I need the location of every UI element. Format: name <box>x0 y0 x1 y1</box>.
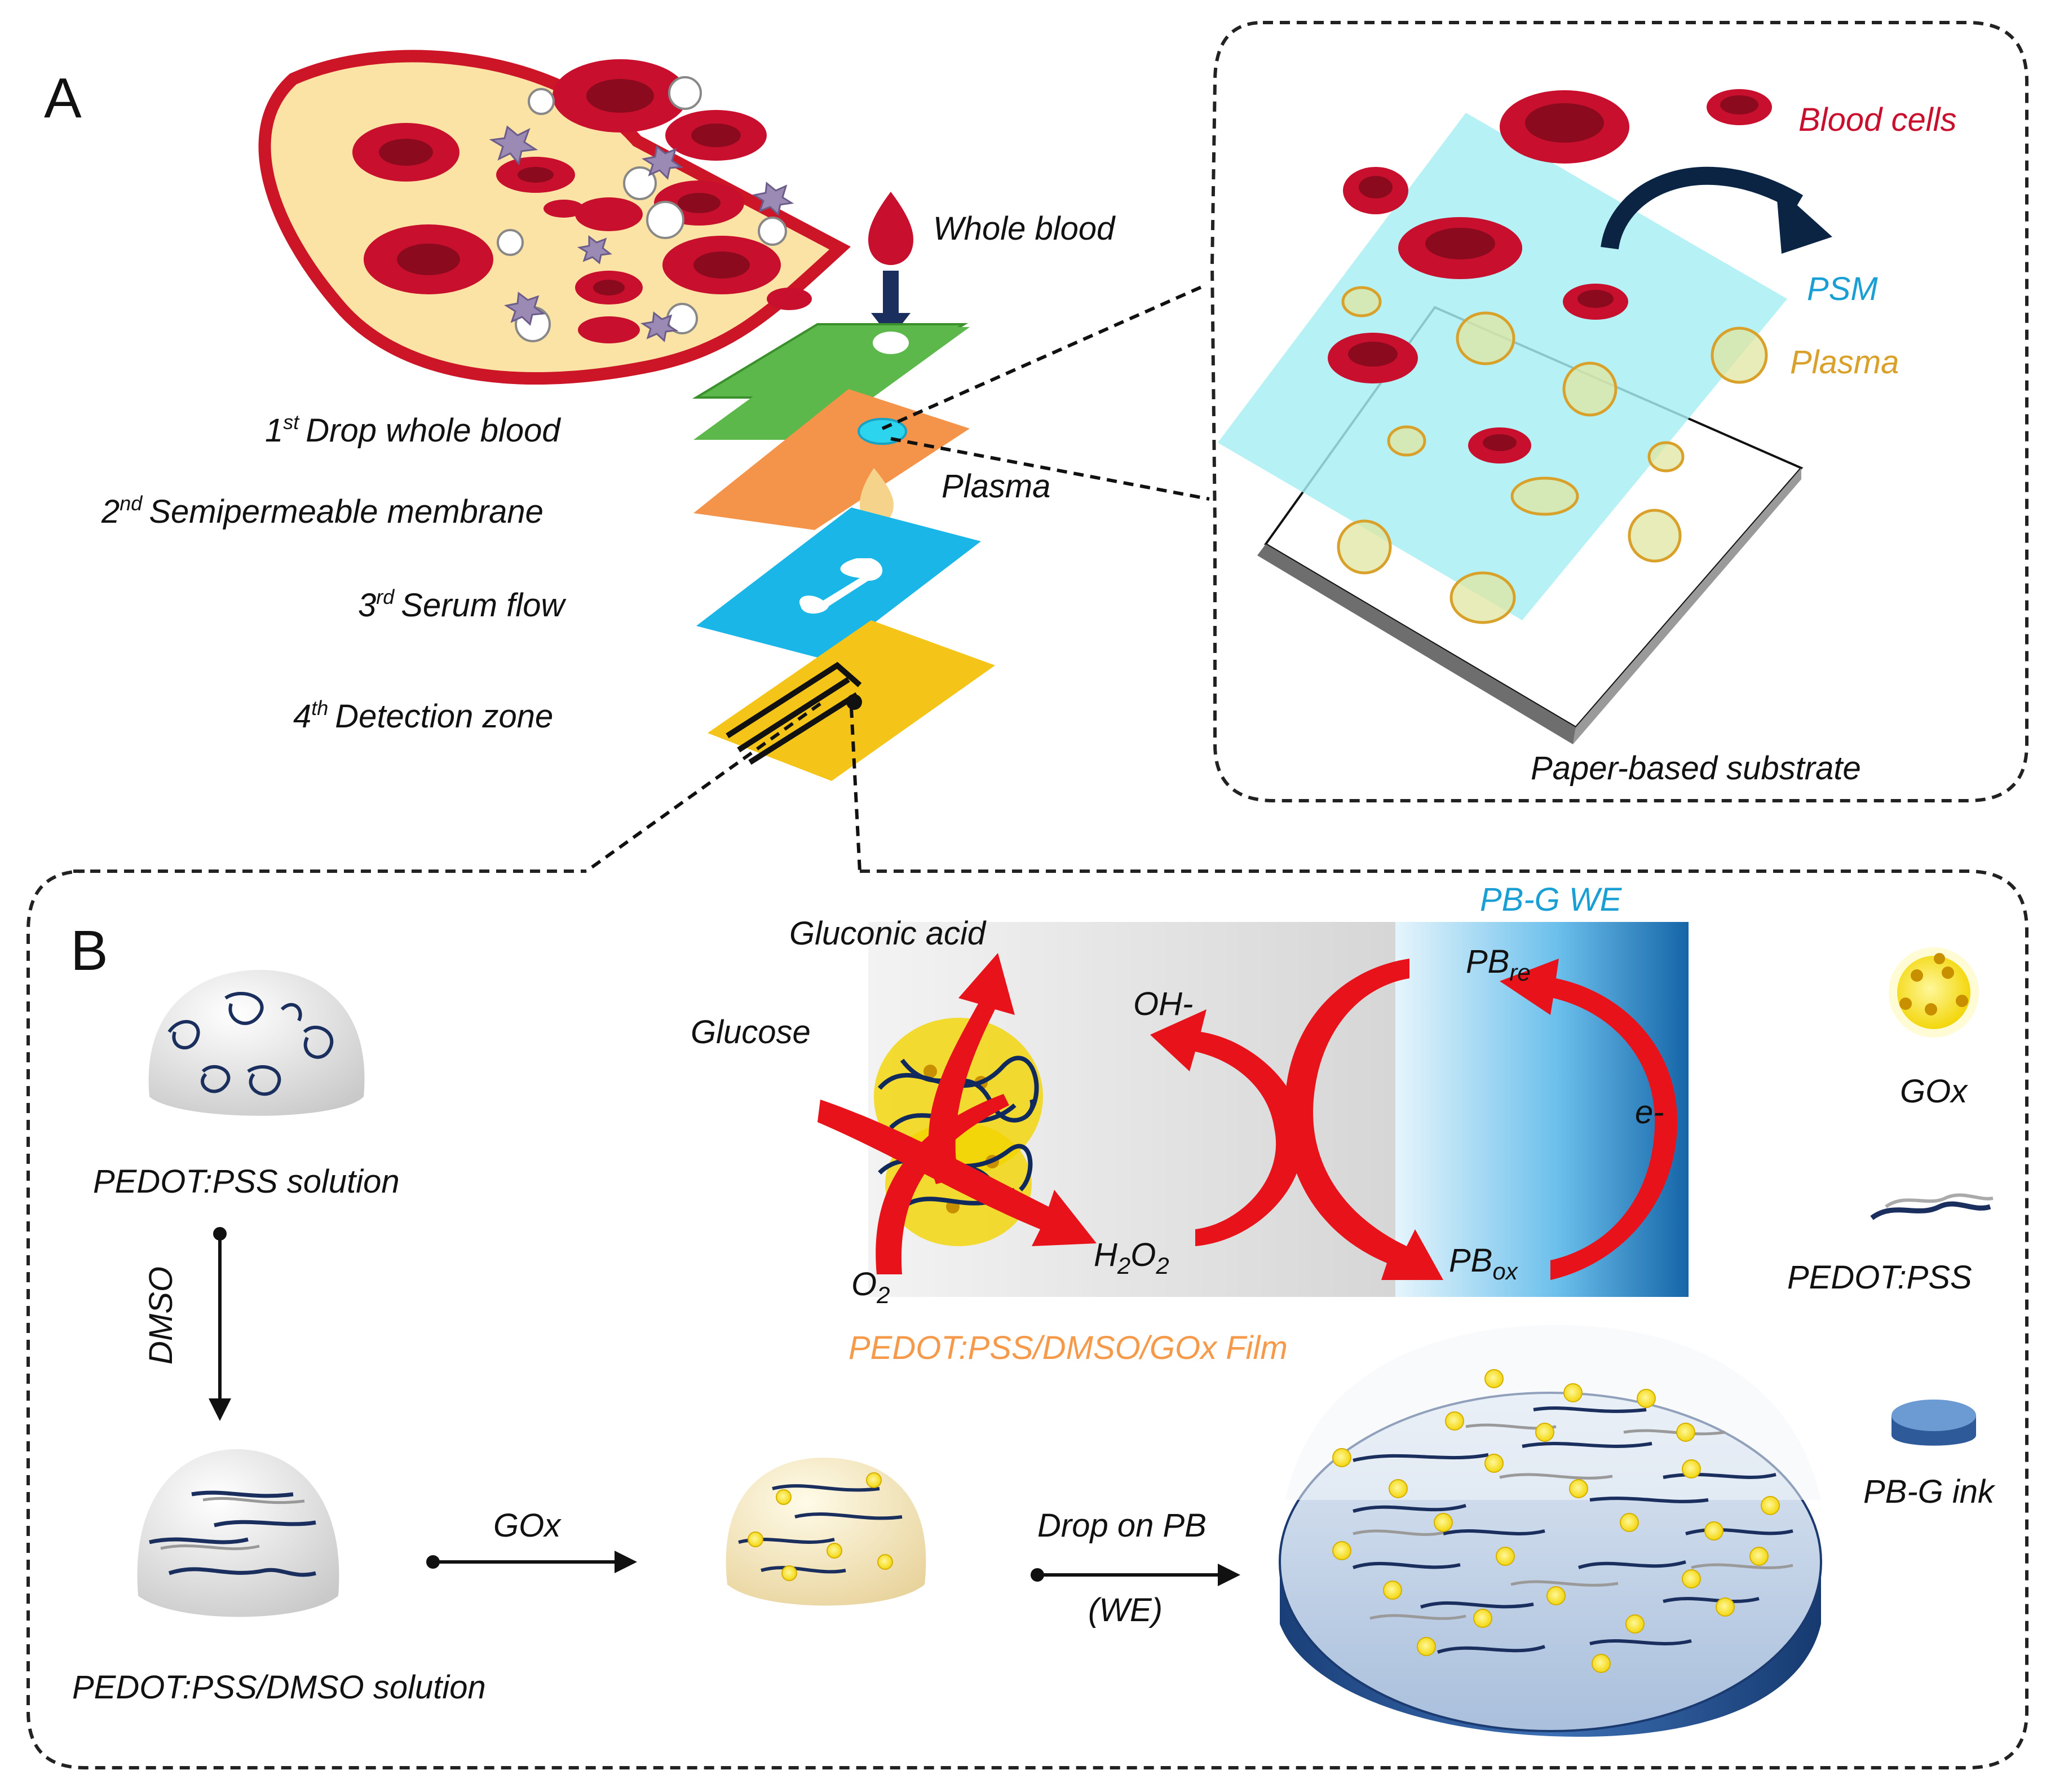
plasma-drop-label: Plasma <box>942 468 1050 505</box>
layer-4-suffix: th <box>311 696 328 720</box>
curved-arrow-icon <box>1601 166 1832 254</box>
panel-a-letter: A <box>44 67 82 130</box>
o2-main: O <box>851 1266 877 1303</box>
inset-blood-cells <box>1328 89 1772 464</box>
layer-3-ordinal: 3 <box>358 587 376 624</box>
layer-3-blue <box>696 507 981 660</box>
dmso-label: DMSO <box>143 1266 179 1365</box>
pb-ox-main: PB <box>1449 1242 1492 1279</box>
panel-b-connectors <box>585 702 861 873</box>
reaction-arrows <box>817 953 1678 1280</box>
legend-pbg-icon <box>1892 1400 1976 1446</box>
we-label: (WE) <box>1088 1592 1163 1628</box>
h2o2-b: O <box>1130 1237 1156 1273</box>
layer-4-text: Detection zone <box>335 698 553 735</box>
psm-sheet <box>1218 113 1787 620</box>
h2o2-label: H2O2 <box>1094 1237 1169 1279</box>
legend-pedot-icon <box>1870 1193 1994 1220</box>
plasma-label: Plasma <box>1790 344 1899 381</box>
pedot-solution-dome <box>148 970 365 1116</box>
dmso-arrow <box>209 1227 231 1421</box>
h2o2-a: H <box>1094 1237 1117 1273</box>
pb-disc-with-film <box>1279 1325 1822 1737</box>
layer-4-ordinal: 4 <box>293 698 311 735</box>
plasma-drop-icon <box>860 468 894 524</box>
layer-1-ordinal: 1 <box>265 412 283 449</box>
pedot-gox-dome <box>726 1458 926 1606</box>
h2o2-arrow <box>1150 1009 1304 1246</box>
legend-pbg-label: PB-G ink <box>1863 1473 1996 1510</box>
white-blood-cells <box>497 76 787 342</box>
psm-label: PSM <box>1807 271 1878 307</box>
layer-2-ordinal: 2 <box>101 493 120 530</box>
layer-label-3: 3rd Serum flow <box>358 585 566 624</box>
layer-3-suffix: rd <box>376 585 395 608</box>
inset-connectors <box>881 283 1210 501</box>
glucose-label: Glucose <box>691 1014 811 1051</box>
legend-gox-label: GOx <box>1900 1073 1968 1110</box>
whole-blood-drop-icon <box>868 192 913 265</box>
o2-arrow <box>876 1094 1009 1274</box>
film-label: PEDOT:PSS/DMSO/GOx Film <box>848 1330 1288 1366</box>
drop-on-pb-label: Drop on PB <box>1037 1507 1207 1544</box>
legend: GOx PEDOT:PSS PB-G ink <box>1787 947 1996 1510</box>
layer-1-text: Drop whole blood <box>306 412 561 449</box>
pb-ox-sub: ox <box>1492 1258 1518 1285</box>
pedot-dmso-dome <box>137 1449 339 1617</box>
pb-cycle-arrow <box>1285 959 1443 1280</box>
gox-step-label: GOx <box>493 1507 562 1544</box>
plasma-particles <box>1337 286 1768 624</box>
o2-sub: 2 <box>876 1282 890 1308</box>
pb-re-label: PBre <box>1466 943 1531 986</box>
layer-2-text: Semipermeable membrane <box>149 493 543 530</box>
electron-label: e- <box>1635 1094 1664 1131</box>
pb-ox-label: PBox <box>1449 1242 1519 1285</box>
layer-1-green <box>692 323 970 440</box>
panel-b-frame <box>26 869 2029 1769</box>
pb-re-main: PB <box>1466 943 1509 980</box>
drop-on-pb-arrow <box>1031 1564 1240 1586</box>
pedot-dmso-label: PEDOT:PSS/DMSO solution <box>72 1669 486 1706</box>
blood-cells-label: Blood cells <box>1798 101 1956 138</box>
layer-1-suffix: st <box>283 411 300 434</box>
pb-re-sub: re <box>1509 959 1530 986</box>
oh-label: OH- <box>1133 986 1193 1022</box>
legend-pedot-label: PEDOT:PSS <box>1787 1259 1972 1296</box>
electron-arrow <box>1500 959 1678 1280</box>
reaction-schematic: Gluconic acid Glucose O2 H2O2 OH- PBre P… <box>691 881 1689 1366</box>
blood-drop-magnified <box>258 50 851 385</box>
electrode-label: PB-G WE <box>1480 881 1623 918</box>
layer-2-suffix: nd <box>120 492 143 515</box>
gox-arrow <box>426 1551 637 1573</box>
h2o2-sub1: 2 <box>1117 1252 1130 1279</box>
legend-gox-icon <box>1889 947 1979 1038</box>
substrate-label: Paper-based substrate <box>1531 750 1861 787</box>
panel-b-letter: B <box>70 919 108 982</box>
glucose-arrow <box>817 1100 1097 1246</box>
membrane-inset: Blood cells PSM Plasma Paper-based subst… <box>1210 21 2029 802</box>
layer-3-text: Serum flow <box>401 587 566 624</box>
h2o2-sub2: 2 <box>1155 1252 1169 1279</box>
platelets <box>489 125 794 342</box>
gluconic-acid-label: Gluconic acid <box>789 915 987 952</box>
pedot-solution-label: PEDOT:PSS solution <box>93 1163 400 1200</box>
red-blood-cells <box>352 59 812 343</box>
layer-4-yellow <box>708 620 995 781</box>
layer-label-4: 4th Detection zone <box>293 696 553 735</box>
layer-label-1: 1st Drop whole blood <box>265 411 561 449</box>
whole-blood-label: Whole blood <box>933 210 1116 247</box>
o2-label: O2 <box>851 1266 890 1308</box>
layer-2-orange <box>693 389 970 530</box>
electrode-traces <box>726 661 862 765</box>
layer-label-2: 2nd Semipermeable membrane <box>101 492 543 530</box>
